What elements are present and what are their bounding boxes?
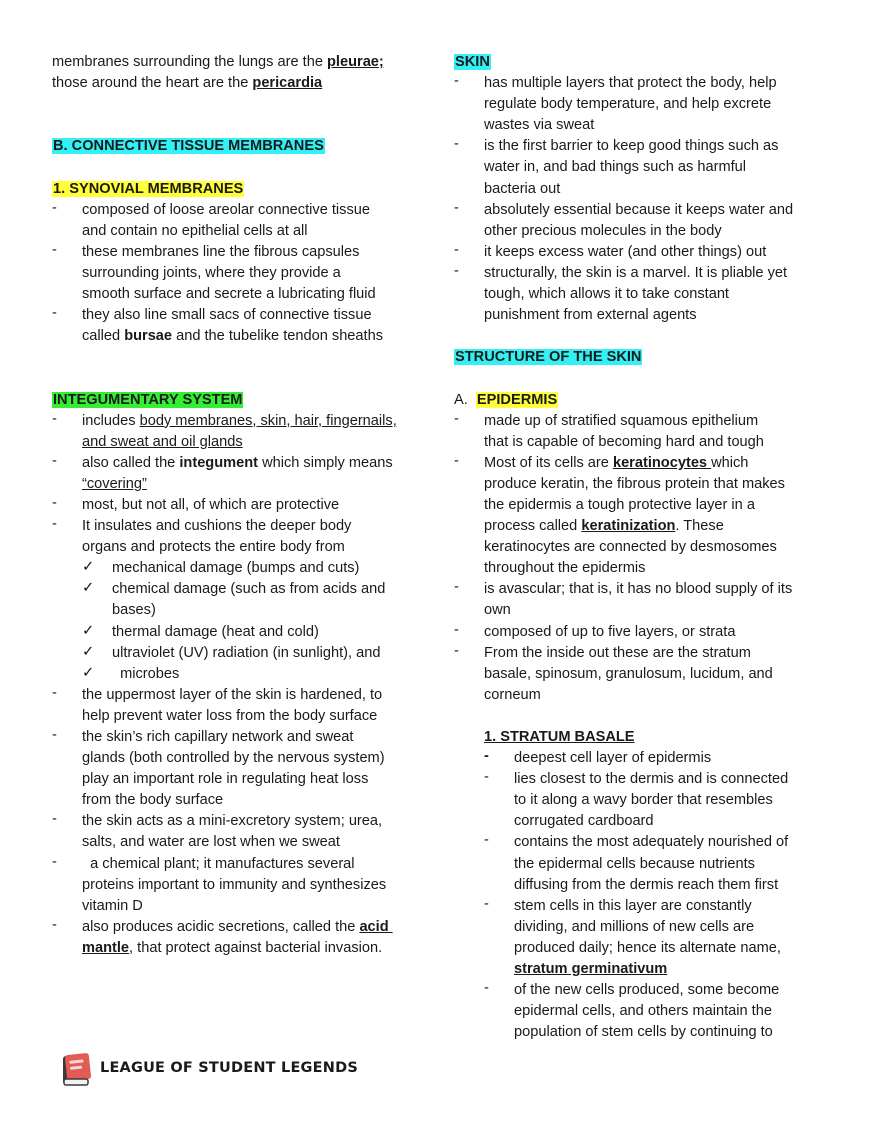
list-item: - Most of its cells are keratinocytes wh…	[454, 452, 785, 577]
book-icon	[63, 1053, 91, 1086]
list-item: - From the inside out these are the stra…	[454, 642, 773, 703]
list-item: - composed of up to five layers, or stra…	[454, 621, 736, 640]
list-item: - the uppermost layer of the skin is har…	[52, 684, 383, 724]
term-bursae: bursae	[124, 328, 173, 345]
list-item: - composed of loose areolar connective t…	[52, 199, 370, 239]
list-item: - includes body membranes, skin, hair, f…	[52, 410, 397, 450]
pleurae-line: membranes surrounding the lungs are the …	[52, 52, 442, 73]
list-item: - made up of stratified squamous epithel…	[454, 410, 764, 450]
brand-name: LEAGUE OF STUDENT LEGENDS	[100, 1060, 358, 1076]
check-icon: ✓	[82, 559, 95, 576]
check-icon: ✓	[82, 643, 95, 660]
term-integument: integument	[179, 454, 259, 471]
check-item: ✓ mechanical damage (bumps and cuts)	[82, 559, 360, 577]
list-item: - they also line small sacs of connectiv…	[52, 305, 384, 345]
term-pericardia: pericardia	[252, 75, 323, 92]
list-item: - has multiple layers that protect the b…	[454, 73, 777, 134]
left-column: membranes surrounding the lungs are the …	[52, 52, 442, 959]
list-item: - contains the most adequately nourished…	[484, 832, 789, 893]
check-icon: ✓	[82, 580, 95, 597]
list-item: - lies closest to the dermis and is conn…	[484, 769, 789, 830]
right-column: SKIN - has multiple layers that protect …	[454, 52, 830, 1043]
term-germinativum: stratum germinativum	[514, 961, 668, 978]
stratum-basale-section: 1. STRATUM BASALE - deepest cell layer o…	[454, 727, 830, 1043]
check-item: ✓ thermal damage (heat and cold)	[82, 622, 319, 640]
list-item: - the skin’s rich capillary network and …	[52, 727, 385, 809]
heading-skin: SKIN	[454, 54, 491, 70]
list-item: - it keeps excess water (and other thing…	[454, 241, 767, 260]
term-acid: acid	[359, 918, 393, 935]
term-keratinocytes: keratinocytes	[612, 454, 712, 471]
list-item: - most, but not all, of which are protec…	[52, 494, 340, 513]
list-item: - is the first barrier to keep good thin…	[454, 136, 779, 197]
list-item: - a chemical plant; it manufactures seve…	[52, 853, 387, 914]
text: those around the heart are the	[52, 75, 253, 92]
heading-stratum-basale: 1. STRATUM BASALE	[484, 729, 635, 745]
list-item: - It insulates and cushions the deeper b…	[52, 516, 352, 556]
check-item: ✓ microbes	[82, 664, 180, 682]
list-item: - stem cells in this layer are constantl…	[484, 895, 781, 978]
list-item: - the skin acts as a mini-excretory syst…	[52, 811, 383, 851]
list-item: - structurally, the skin is a marvel. It…	[454, 262, 788, 324]
list-item: - also called the integument which simpl…	[52, 452, 393, 492]
heading-connective-tissue: B. CONNECTIVE TISSUE MEMBRANES	[52, 138, 325, 155]
pericardia-line: those around the heart are the pericardi…	[52, 73, 442, 94]
term-pleurae: pleurae;	[327, 54, 384, 70]
term-keratinization: keratinization	[581, 518, 676, 535]
heading-synovial: 1. SYNOVIAL MEMBRANES	[52, 180, 245, 197]
term-mantle: mantle	[82, 939, 130, 956]
list-item: - absolutely essential because it keeps …	[454, 199, 794, 239]
list-item: - these membranes line the fibrous capsu…	[52, 241, 376, 303]
text: membranes surrounding the lungs are the	[52, 54, 328, 70]
heading-structure: STRUCTURE OF THE SKIN	[454, 349, 643, 366]
list-item: - of the new cells produced, some become…	[484, 980, 780, 1041]
check-icon: ✓	[82, 622, 95, 639]
check-item: ✓ ultraviolet (UV) radiation (in sunligh…	[82, 643, 381, 661]
check-icon: ✓	[82, 664, 95, 681]
list-item: - also produces acidic secretions, calle…	[52, 916, 393, 956]
check-item: ✓ chemical damage (such as from acids an…	[82, 580, 386, 619]
list-item: - is avascular; that is, it has no blood…	[454, 579, 793, 619]
heading-epidermis: EPIDERMIS	[475, 391, 559, 408]
list-item: - deepest cell layer of epidermis	[484, 748, 712, 767]
footer-brand: LEAGUE OF STUDENT LEGENDS	[60, 1052, 360, 1088]
heading-integumentary: INTEGUMENTARY SYSTEM	[52, 391, 244, 408]
